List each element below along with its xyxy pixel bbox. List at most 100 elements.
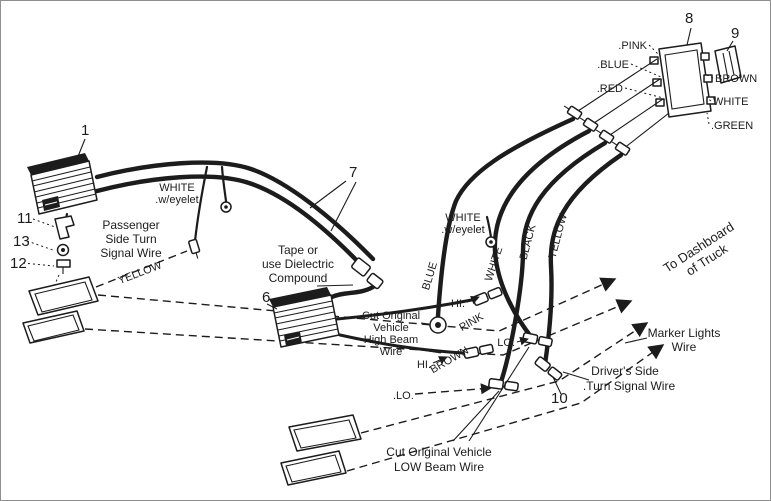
marker-lamp-bottom-upper — [288, 414, 362, 452]
callout-6: 6 — [262, 289, 270, 306]
blue-wire — [435, 116, 576, 319]
passenger-line1: Passenger — [102, 218, 159, 232]
marker-line1: Marker Lights — [648, 326, 721, 340]
note-low-beam: Cut Original Vehicle LOW Beam Wire — [386, 445, 492, 474]
label-plug-green: .GREEN — [711, 120, 753, 132]
label-plug-brown: BROWN — [715, 73, 757, 85]
hi-beam-connector-upper — [471, 285, 504, 307]
harness-wire-upper — [94, 160, 376, 262]
callout-9: 9 — [731, 25, 739, 42]
yellow-wire — [542, 152, 624, 367]
high-beam-line2: Vehicle — [373, 322, 408, 334]
callout-numbers: 1 11 13 12 7 6 8 9 10 — [10, 10, 739, 407]
leader-lines — [22, 27, 734, 442]
label-plug-red: .RED — [597, 83, 623, 95]
plug-9 — [714, 45, 742, 84]
note-high-beam: Cut Original Vehicle High Beam Wire — [362, 310, 420, 358]
beam-labels: HI. HI. LO. .LO. — [393, 298, 515, 402]
marker-lamp-left-lower — [22, 310, 85, 344]
route-lo-beam — [414, 383, 493, 395]
note-white-eyelet-1: WHITE .w/eyelet — [155, 182, 198, 206]
callout-1: 1 — [81, 122, 89, 139]
white-eyelet-wire-1 — [220, 165, 228, 203]
callout-7: 7 — [349, 164, 357, 181]
ring-terminal-2 — [485, 236, 497, 248]
inline-connector-b — [366, 272, 384, 290]
dielectric-line2: use Dielectric — [262, 257, 334, 271]
block-lead-wires — [561, 58, 670, 157]
label-black: BLACK — [518, 223, 539, 262]
dashboard-wire-routes — [52, 250, 665, 472]
note-dielectric: Tape or use Dielectric Compound — [262, 243, 334, 285]
label-blue: BLUE — [420, 261, 440, 292]
dielectric-line3: Compound — [269, 271, 328, 285]
label-plug-blue: .BLUE — [597, 59, 629, 71]
passenger-line2: Side Turn — [105, 232, 156, 246]
driver-line1: Driver's Side — [591, 364, 659, 378]
label-hi-upper: HI. — [451, 298, 465, 310]
lo-beam-connector-lower — [487, 377, 520, 393]
pink-wire — [335, 297, 479, 321]
dielectric-line1: Tape or — [278, 243, 318, 257]
label-plug-pink: .PINK — [618, 40, 647, 52]
label-yellow-passenger: YELLOW — [116, 259, 164, 287]
driver-line2: .Turn Signal Wire — [583, 379, 676, 393]
route-marker-wire-1 — [97, 277, 617, 332]
callout-11: 11 — [17, 210, 33, 227]
callout-8: 8 — [685, 10, 693, 27]
low-beam-line1: Cut Original Vehicle — [386, 445, 492, 459]
plug-harness-bundle — [335, 116, 624, 385]
block-terminal-left-3 — [655, 98, 665, 107]
route-marker-wire-3 — [360, 322, 649, 434]
black-wire — [498, 140, 608, 385]
nut-part-12 — [56, 259, 71, 268]
eyelet2-line1: WHITE — [445, 212, 480, 224]
eyelet2-line2: .w/eyelet — [441, 224, 484, 236]
block-terminal-right-1 — [700, 52, 710, 61]
high-beam-line4: Wire — [380, 346, 403, 358]
harness-wire-lower — [94, 174, 368, 272]
note-white-eyelet-2: WHITE .w/eyelet — [441, 212, 484, 236]
passenger-line3: Signal Wire — [100, 246, 162, 260]
bracket-part-11 — [54, 215, 75, 240]
label-yellow: YELLOW — [546, 212, 570, 260]
label-white: WHITE — [483, 245, 505, 282]
route-marker-wire-2 — [84, 299, 633, 356]
callout-13: 13 — [13, 233, 30, 250]
label-lo-lower: .LO. — [393, 390, 414, 402]
label-hi-lower: HI. — [417, 359, 431, 371]
label-lo-upper: LO. — [497, 337, 515, 349]
note-marker-lights: Marker Lights Wire — [648, 326, 721, 354]
mounting-hardware — [54, 215, 75, 274]
marker-line2: Wire — [672, 340, 697, 354]
passenger-signal-connector — [187, 238, 203, 261]
note-dashboard: To Dashboard of Truck — [661, 219, 737, 279]
block-terminal-left-2 — [652, 78, 662, 87]
headlamp-1 — [27, 153, 98, 225]
white-eyelet-wire-2 — [485, 215, 493, 239]
marker-lamp-left-upper — [28, 276, 99, 316]
note-driver-signal: Driver's Side .Turn Signal Wire — [583, 364, 676, 393]
eyelet1-line2: .w/eyelet — [155, 194, 198, 206]
route-marker-wire-4 — [346, 344, 665, 472]
label-plug-white: WHITE — [713, 96, 748, 108]
note-passenger-signal: Passenger Side Turn Signal Wire — [100, 218, 162, 260]
brown-wire — [338, 333, 465, 355]
callout-10: 10 — [551, 390, 568, 407]
marker-lamp-bottom-lower — [280, 450, 347, 486]
connector-block-8 — [649, 42, 716, 118]
low-beam-line2: LOW Beam Wire — [394, 460, 484, 474]
callout-12: 12 — [10, 255, 27, 272]
main-harness — [94, 160, 384, 300]
inline-connector-a — [351, 257, 371, 277]
passenger-signal-pigtail — [193, 165, 209, 243]
ring-terminal-1 — [220, 201, 232, 213]
route-passenger-turn-signal — [95, 250, 188, 288]
lamp6-pigtail — [329, 284, 376, 300]
turn-signal-connector-10 — [533, 355, 564, 382]
high-beam-line3: High Beam — [364, 334, 418, 346]
label-pink: PINK — [457, 310, 486, 334]
center-connectors — [187, 201, 564, 393]
